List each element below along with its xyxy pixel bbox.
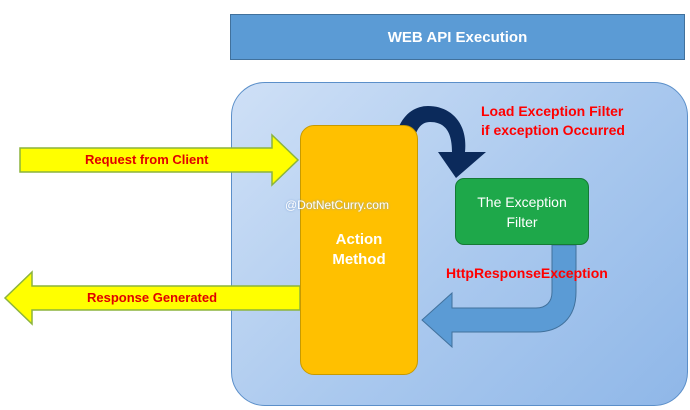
diagram-title: WEB API Execution: [387, 28, 528, 46]
diagram-title-bar: WEB API Execution: [230, 14, 685, 60]
response-label: Response Generated: [87, 290, 218, 305]
exception-filter-box: The Exception Filter: [455, 178, 589, 245]
http-response-exception-label: HttpResponseException: [446, 265, 608, 281]
action-method-line1: Action: [335, 231, 383, 248]
load-filter-label-line1: Load Exception Filter: [481, 103, 624, 119]
exception-filter-line2: Filter: [506, 213, 538, 230]
response-arrow: [3, 270, 301, 326]
request-arrow: [19, 133, 300, 187]
action-method-line2: Method: [332, 251, 386, 268]
request-label: Request from Client: [85, 152, 209, 167]
action-method-box: Action Method: [300, 125, 418, 375]
watermark: @DotNetCurry.com: [285, 198, 389, 212]
curved-load-arrow: [392, 106, 486, 178]
return-arrow: [421, 244, 577, 349]
load-filter-label-line2: if exception Occurred: [481, 122, 625, 138]
exception-filter-line1: The Exception: [477, 193, 567, 210]
